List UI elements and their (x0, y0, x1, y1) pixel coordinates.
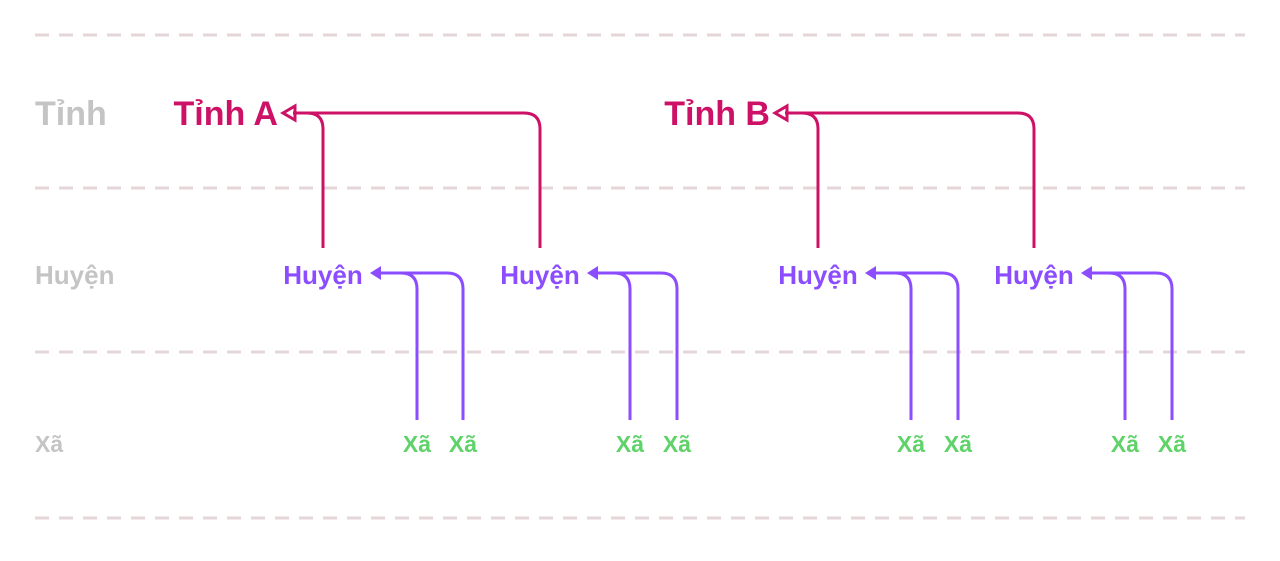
commune-node: Xã (1111, 431, 1139, 457)
row-label-xa: Xã (35, 431, 63, 457)
province-link (293, 111, 542, 248)
province-link (785, 111, 820, 248)
province-link (293, 111, 325, 248)
commune-node: Xã (403, 431, 431, 457)
district-link (379, 271, 465, 420)
district-link (596, 271, 679, 420)
district-node: Huyện (778, 260, 857, 290)
district-node: Huyện (994, 260, 1073, 290)
arrow-head (865, 266, 876, 280)
arrow-head (587, 266, 598, 280)
district-link (379, 271, 419, 420)
grid-lines (35, 33, 1245, 520)
commune-node: Xã (1158, 431, 1186, 457)
district-link (596, 271, 632, 420)
arrow-head (1081, 266, 1092, 280)
district-link (874, 271, 960, 420)
commune-node: Xã (616, 431, 644, 457)
commune-node: Xã (663, 431, 691, 457)
district-link (1090, 271, 1127, 420)
province-link (785, 111, 1036, 248)
commune-node: Xã (449, 431, 477, 457)
district-link (1090, 271, 1174, 420)
commune-node: Xã (897, 431, 925, 457)
district-link (874, 271, 913, 420)
province-node: Tỉnh A (174, 95, 279, 133)
commune-node: Xã (944, 431, 972, 457)
district-node: Huyện (500, 260, 579, 290)
arrow-head (370, 266, 381, 280)
province-node: Tỉnh B (664, 95, 770, 133)
row-label-huyen: Huyện (35, 260, 114, 290)
row-label-tinh: Tỉnh (35, 95, 107, 133)
district-node: Huyện (283, 260, 362, 290)
